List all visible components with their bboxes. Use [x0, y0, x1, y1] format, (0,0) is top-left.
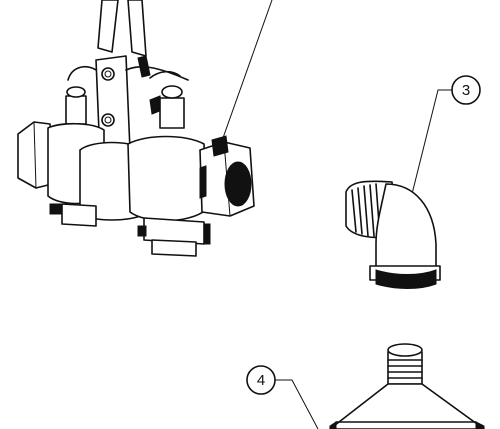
elbow-fitting-icon [345, 180, 441, 289]
callout-4: 4 [246, 365, 319, 429]
valve-assembly-icon [17, 0, 273, 257]
callout-4-number: 4 [257, 372, 265, 389]
conical-nozzle-icon [329, 343, 485, 429]
callout-3-number: 3 [462, 82, 470, 99]
callout-3: 3 [403, 75, 481, 227]
